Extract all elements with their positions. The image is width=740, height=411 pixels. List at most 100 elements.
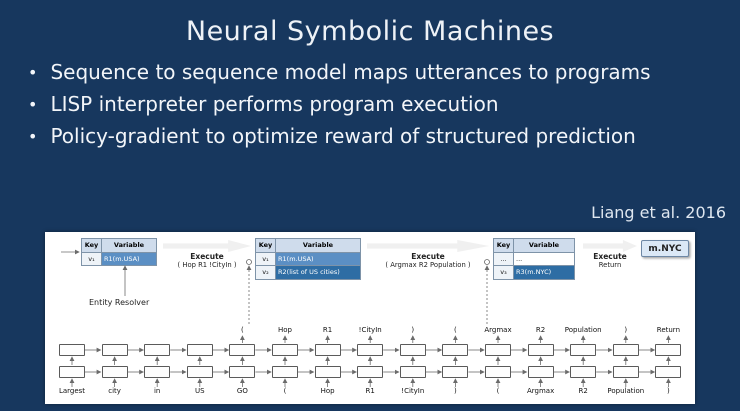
output-token: ) bbox=[624, 326, 628, 334]
table-header-variable: Variable bbox=[102, 239, 156, 252]
citation-text: Liang et al. 2016 bbox=[591, 203, 726, 222]
table-header-row: Key Variable bbox=[82, 239, 156, 252]
rnn-cell bbox=[655, 344, 682, 356]
output-token: Hop bbox=[278, 326, 292, 334]
execute-step-2: Execute ( Argmax R2 Population ) bbox=[367, 240, 489, 269]
rnn-cell bbox=[655, 366, 682, 378]
bullet-text: Sequence to sequence model maps utteranc… bbox=[50, 60, 651, 84]
rnn-cell bbox=[101, 344, 128, 356]
execute-program: Return bbox=[598, 260, 622, 269]
input-token: US bbox=[195, 387, 205, 395]
rnn-cell bbox=[527, 366, 554, 378]
rnn-cell bbox=[101, 366, 128, 378]
output-token: ) bbox=[411, 326, 415, 334]
memory-table-3: Key Variable ... ... v₃ R3(m.NYC) bbox=[493, 238, 575, 280]
input-token: ) bbox=[667, 387, 670, 395]
table-header-key: Key bbox=[494, 239, 514, 252]
rnn-cell bbox=[570, 344, 597, 356]
rnn-cell bbox=[485, 344, 511, 356]
block-arrow-icon bbox=[163, 240, 251, 252]
table-header-row: Key Variable bbox=[494, 239, 574, 252]
block-arrow-icon bbox=[583, 240, 637, 252]
output-token: ( bbox=[454, 326, 457, 334]
input-token: in bbox=[153, 387, 161, 395]
rnn-cell bbox=[357, 366, 384, 378]
table-cell-key: v₂ bbox=[256, 266, 276, 279]
input-token: !CityIn bbox=[401, 387, 425, 395]
rnn-cell bbox=[399, 366, 426, 378]
table-row: v₃ R3(m.NYC) bbox=[494, 265, 574, 279]
rnn-cell bbox=[442, 344, 469, 356]
output-token: Return bbox=[656, 326, 681, 334]
bullet-list: • Sequence to sequence model maps uttera… bbox=[28, 60, 668, 156]
input-token: ( bbox=[496, 387, 500, 395]
output-token: Argmax bbox=[484, 326, 512, 334]
bullet-dot: • bbox=[28, 127, 38, 146]
rnn-cell bbox=[144, 344, 171, 356]
input-token: city bbox=[108, 387, 121, 395]
nsm-architecture-figure: Key Variable v₁ R1(m.USA) Execute ( Hop … bbox=[45, 232, 695, 404]
block-arrow-icon bbox=[367, 240, 489, 252]
input-token: Hop bbox=[320, 387, 335, 395]
execute-program: ( Argmax R2 Population ) bbox=[385, 260, 471, 269]
rnn-cell bbox=[612, 344, 639, 356]
rnn-cell bbox=[357, 344, 384, 356]
bullet-dot: • bbox=[28, 63, 38, 82]
rnn-cell bbox=[186, 366, 213, 378]
table-cell-value: R1(m.USA) bbox=[276, 252, 360, 265]
table-header-variable: Variable bbox=[514, 239, 574, 252]
rnn-cell bbox=[314, 366, 341, 378]
rnn-cell bbox=[59, 366, 85, 378]
input-token: R1 bbox=[365, 387, 375, 395]
bullet-text: LISP interpreter performs program execut… bbox=[50, 92, 499, 116]
table-header-key: Key bbox=[82, 239, 102, 252]
rnn-cell bbox=[272, 344, 298, 356]
output-token: ( bbox=[241, 326, 244, 334]
execute-step-1: Execute ( Hop R1 !CityIn ) bbox=[163, 240, 251, 269]
output-token: R2 bbox=[535, 326, 546, 334]
output-token: Population bbox=[564, 326, 602, 334]
execute-program: ( Hop R1 !CityIn ) bbox=[177, 260, 237, 269]
table-cell-value: R3(m.NYC) bbox=[514, 266, 574, 279]
input-token: Population bbox=[607, 387, 645, 395]
bullet-text: Policy-gradient to optimize reward of st… bbox=[50, 124, 636, 148]
bullet-dot: • bbox=[28, 95, 38, 114]
table-row: v₁ R1(m.USA) bbox=[256, 251, 360, 265]
table-cell-key: v₃ bbox=[494, 266, 514, 279]
entity-resolver-label: Entity Resolver bbox=[89, 298, 150, 307]
bullet-item: • Sequence to sequence model maps uttera… bbox=[28, 60, 668, 85]
output-token: !CityIn bbox=[358, 326, 382, 334]
input-token: R2 bbox=[578, 387, 588, 395]
input-token: Largest bbox=[58, 387, 86, 395]
input-token: ) bbox=[454, 387, 457, 395]
table-header-row: Key Variable bbox=[256, 239, 360, 252]
rnn-cell bbox=[144, 366, 171, 378]
output-token: R1 bbox=[322, 326, 333, 334]
table-cell-value: R1(m.USA) bbox=[102, 252, 156, 265]
table-cell-key: ... bbox=[494, 252, 514, 265]
execute-return: Execute Return bbox=[583, 240, 637, 269]
rnn-cell bbox=[229, 366, 256, 378]
table-header-variable: Variable bbox=[276, 239, 360, 252]
execute-label: Execute bbox=[593, 252, 627, 261]
slide-title: Neural Symbolic Machines bbox=[185, 16, 555, 47]
input-token: ( bbox=[283, 387, 287, 395]
bullet-item: • Policy-gradient to optimize reward of … bbox=[28, 124, 668, 149]
input-token: GO bbox=[236, 387, 248, 395]
memory-table-1: Key Variable v₁ R1(m.USA) bbox=[81, 238, 157, 266]
bullet-item: • LISP interpreter performs program exec… bbox=[28, 92, 668, 117]
rnn-cell bbox=[229, 344, 256, 356]
table-cell-value: ... bbox=[516, 254, 523, 263]
table-cell-key: v₁ bbox=[82, 252, 102, 265]
result-box: m.NYC bbox=[641, 240, 689, 257]
memory-table-2: Key Variable v₁ R1(m.USA) v₂ R2(list of … bbox=[255, 238, 361, 280]
table-cell-key: v₁ bbox=[256, 252, 276, 265]
table-row: v₂ R2(list of US cities) bbox=[256, 265, 360, 279]
rnn-cell bbox=[612, 366, 639, 378]
execute-label: Execute bbox=[190, 252, 224, 261]
rnn-cell bbox=[570, 366, 597, 378]
rnn-cell bbox=[314, 344, 341, 356]
table-row: ... ... bbox=[494, 251, 574, 265]
rnn-cell bbox=[527, 344, 554, 356]
